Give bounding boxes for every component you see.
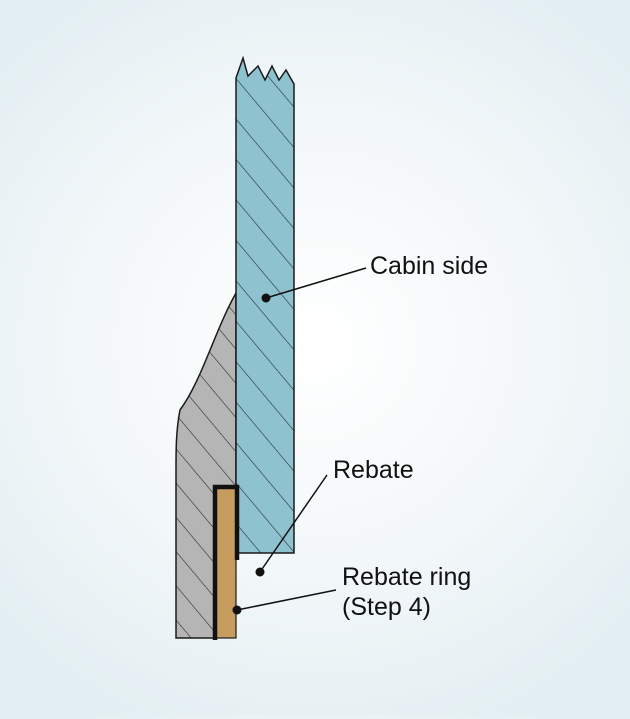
leader-rebate-dot [255,567,265,577]
label-rebate-ring-line2: (Step 4) [342,593,431,621]
cabin-side-panel [235,55,295,554]
label-rebate-ring: Rebate ring (Step 4) [342,562,471,622]
label-rebate: Rebate [333,456,414,484]
leader-rebate [259,474,328,573]
leader-rebate-ring-dot [232,605,242,615]
leader-lines [232,267,367,615]
label-rebate-ring-line1: Rebate ring [342,563,472,591]
leader-rebate-ring [236,589,337,611]
filler-section [175,290,237,639]
label-cabin-side: Cabin side [370,252,489,280]
rebate-ring [212,484,240,640]
leader-cabin-side [265,267,367,299]
leader-cabin-side-dot [261,293,271,303]
